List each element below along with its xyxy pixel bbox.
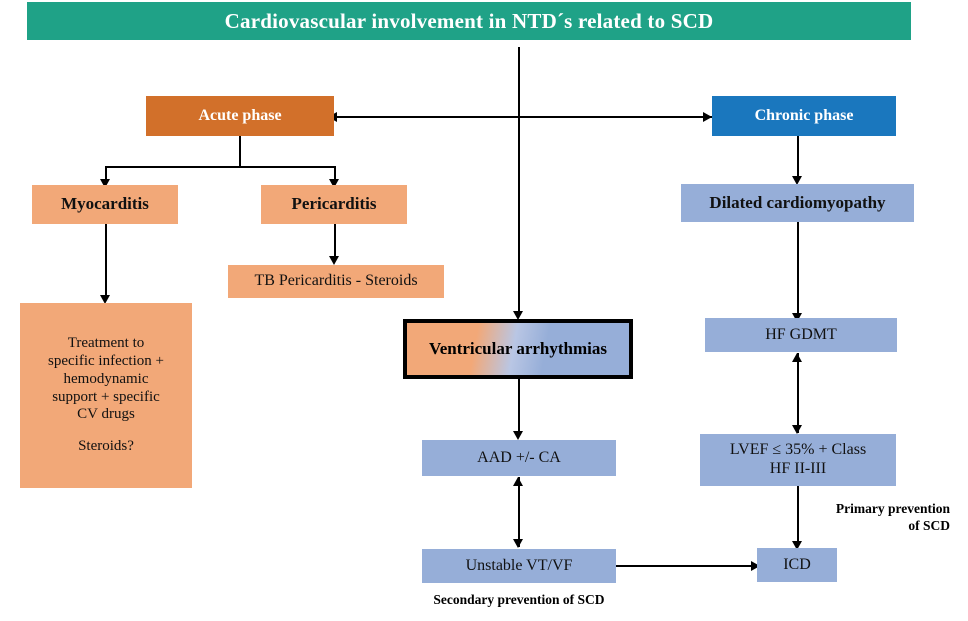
node-lvef-line-2: HF II-III [769,460,827,477]
connector-ventricular-to-aad [518,379,520,435]
connector-aad-unstable [518,477,520,547]
node-pericarditis-label: Pericarditis [291,194,377,214]
diagram-title-banner: Cardiovascular involvement in NTD´s rela… [27,2,911,40]
arrowhead-title-to-ventricular [512,311,523,320]
connector-acute-to-pericarditis [334,166,336,183]
arrowhead-to-dilated-cardiomyopathy [791,176,802,185]
node-treatment-line-1: Treatment to [67,335,145,352]
annotation-secondary-prevention: Secondary prevention of SCD [433,592,605,607]
arrowhead-to-aad-ca [512,477,523,486]
node-myocarditis[interactable]: Myocarditis [32,185,178,224]
node-treatment-spacer [20,424,192,438]
connector-acute-stem [239,136,241,167]
connector-dcm-to-hf-gdmt [797,222,799,317]
connector-acute-to-myocarditis [105,166,107,183]
node-chronic-phase-label: Chronic phase [754,106,854,124]
node-tb-pericarditis-label: TB Pericarditis - Steroids [254,272,418,290]
node-lvef-class-hf[interactable]: LVEF ≤ 35% + Class HF II-III [700,434,896,486]
connector-lvef-to-icd [797,486,799,545]
node-treatment-line-5: CV drugs [77,406,135,423]
node-acute-phase[interactable]: Acute phase [146,96,334,136]
arrowhead-to-treatment [99,295,110,304]
connector-unstable-to-icd [616,565,756,567]
node-lvef-line-1: LVEF ≤ 35% + Class [729,441,867,459]
connector-myocarditis-to-treatment [105,224,107,299]
arrowhead-to-hf-gdmt [791,313,802,322]
annotation-primary-prevention-line-1: Primary prevention [835,501,950,516]
node-unstable-vt-vf[interactable]: Unstable VT/VF [422,549,616,583]
node-dilated-cardiomyopathy[interactable]: Dilated cardiomyopathy [681,184,914,222]
arrowhead-to-myocarditis [99,179,110,188]
arrowhead-to-chronic-phase [703,111,712,122]
diagram-title: Cardiovascular involvement in NTD´s rela… [224,8,714,33]
arrowhead-to-pericarditis [328,179,339,188]
arrowhead-to-hf-gdmt-up [791,353,802,362]
connector-acute-chronic [334,116,712,118]
node-treatment-line-6: Steroids? [78,437,134,454]
arrowhead-to-tb-pericarditis [328,256,339,265]
connector-pericarditis-to-tb [334,224,336,260]
connector-hf-gdmt-lvef [797,353,799,433]
node-treatment-line-3: hemodynamic [63,370,149,387]
node-icd[interactable]: ICD [757,548,837,582]
node-chronic-phase[interactable]: Chronic phase [712,96,896,136]
arrowhead-to-lvef [791,425,802,434]
connector-chronic-to-dcm [797,136,799,180]
node-acute-phase-label: Acute phase [198,106,282,124]
node-aad-ca[interactable]: AAD +/- CA [422,440,616,476]
node-treatment[interactable]: Treatment to specific infection + hemody… [20,303,192,488]
node-ventricular-arrhythmias[interactable]: Ventricular arrhythmias [403,319,633,379]
connector-acute-bracket [105,166,335,168]
annotation-primary-prevention: Primary prevention of SCD [770,501,950,535]
node-treatment-line-2: specific infection + [48,353,164,370]
arrowhead-to-icd-from-unstable [751,560,760,571]
node-treatment-line-4: support + specific [52,388,160,405]
arrowhead-to-icd-from-lvef [791,541,802,550]
connector-title-to-ventricular [518,47,520,315]
node-pericarditis[interactable]: Pericarditis [261,185,407,224]
node-aad-ca-label: AAD +/- CA [477,448,561,466]
node-icd-label: ICD [783,555,811,573]
arrowhead-to-unstable-vt-vf [512,539,523,548]
node-hf-gdmt[interactable]: HF GDMT [705,318,897,352]
node-hf-gdmt-label: HF GDMT [765,325,837,343]
arrowhead-to-aad [512,431,523,440]
node-myocarditis-label: Myocarditis [61,194,149,214]
node-dilated-cardiomyopathy-label: Dilated cardiomyopathy [709,192,886,212]
node-tb-pericarditis[interactable]: TB Pericarditis - Steroids [228,265,444,298]
node-unstable-vt-vf-label: Unstable VT/VF [465,556,573,574]
node-ventricular-arrhythmias-label: Ventricular arrhythmias [428,338,608,358]
annotation-primary-prevention-line-2: of SCD [908,517,950,533]
